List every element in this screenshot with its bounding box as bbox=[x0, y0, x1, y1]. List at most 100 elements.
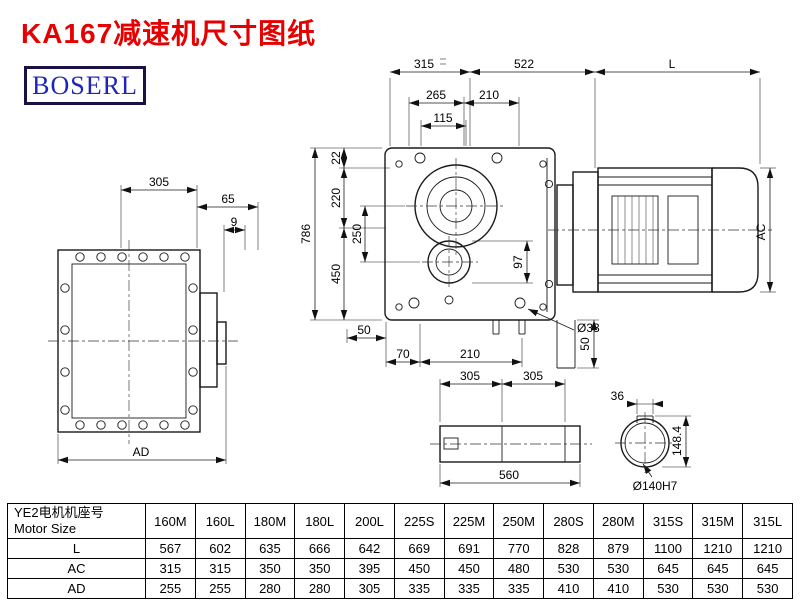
column-header: 315M bbox=[692, 503, 744, 539]
dim-22: 22 bbox=[329, 151, 343, 165]
value-cell: 335 bbox=[393, 578, 445, 599]
dim-786: 786 bbox=[299, 224, 313, 244]
value-cell: 395 bbox=[344, 558, 395, 579]
dim-50-right: 50 bbox=[578, 337, 592, 351]
main-view bbox=[384, 147, 576, 369]
value-cell: 255 bbox=[194, 578, 246, 599]
value-cell: 350 bbox=[244, 558, 296, 579]
dim-305-shaft-a: 305 bbox=[460, 369, 480, 383]
column-header: 180M bbox=[244, 503, 296, 539]
value-cell: 642 bbox=[344, 538, 395, 559]
value-cell: 280 bbox=[294, 578, 346, 599]
value-cell: 530 bbox=[692, 578, 744, 599]
left-view-flange bbox=[199, 292, 218, 388]
value-cell: 450 bbox=[443, 558, 495, 579]
column-header: 200L bbox=[344, 503, 395, 539]
dim-305-leftview: 305 bbox=[149, 175, 169, 189]
value-cell: 530 bbox=[642, 578, 694, 599]
dim-9: 9 bbox=[231, 215, 238, 229]
left-view bbox=[48, 240, 238, 444]
value-cell: 305 bbox=[344, 578, 395, 599]
value-cell: 335 bbox=[443, 578, 495, 599]
dim-50-bottom: 50 bbox=[357, 323, 371, 337]
dim-210-top: 210 bbox=[479, 88, 499, 102]
gearbox-housing bbox=[384, 147, 556, 321]
value-cell: 691 bbox=[443, 538, 495, 559]
dim-522: 522 bbox=[514, 57, 534, 71]
value-cell: 530 bbox=[592, 558, 644, 579]
value-cell: 666 bbox=[294, 538, 346, 559]
value-cell: 1210 bbox=[692, 538, 744, 559]
dim-L: L bbox=[669, 57, 676, 71]
motor bbox=[548, 167, 772, 293]
dim-560: 560 bbox=[499, 468, 519, 482]
value-cell: 635 bbox=[244, 538, 296, 559]
column-header: 160L bbox=[194, 503, 246, 539]
value-cell: 335 bbox=[493, 578, 545, 599]
value-cell: 1210 bbox=[742, 538, 793, 559]
shaft-detail bbox=[430, 425, 592, 463]
value-cell: 645 bbox=[742, 558, 793, 579]
column-header: 280S bbox=[543, 503, 594, 539]
value-cell: 645 bbox=[692, 558, 744, 579]
row-label: L bbox=[7, 538, 146, 559]
value-cell: 410 bbox=[592, 578, 644, 599]
row-label: AC bbox=[7, 558, 146, 579]
dim-210-bottom: 210 bbox=[460, 347, 480, 361]
dim-305-shaft-b: 305 bbox=[523, 369, 543, 383]
value-cell: 450 bbox=[393, 558, 445, 579]
value-cell: 410 bbox=[543, 578, 594, 599]
boserl-logo: BOSERL bbox=[24, 66, 146, 105]
dim-450: 450 bbox=[329, 264, 343, 284]
column-header: 225M bbox=[443, 503, 495, 539]
shaft-keyway bbox=[443, 437, 459, 450]
technical-drawing: 315 522 L 265 210 115 786 bbox=[48, 57, 776, 493]
value-cell: 645 bbox=[642, 558, 694, 579]
motor-size-header-en: Motor Size bbox=[14, 521, 77, 536]
row-label: AD bbox=[7, 578, 146, 599]
dimensions: 315 522 L 265 210 115 786 bbox=[57, 57, 776, 493]
value-cell: 602 bbox=[194, 538, 246, 559]
column-header: 315L bbox=[742, 503, 793, 539]
value-cell: 770 bbox=[493, 538, 545, 559]
page-title: KA167减速机尺寸图纸 bbox=[21, 18, 317, 49]
value-cell: 280 bbox=[244, 578, 296, 599]
value-cell: 828 bbox=[543, 538, 594, 559]
value-cell: 480 bbox=[493, 558, 545, 579]
dim-65: 65 bbox=[221, 192, 235, 206]
dim-70: 70 bbox=[396, 347, 410, 361]
dim-dia140H7: Ø140H7 bbox=[633, 479, 678, 493]
dim-148-4: 148.4 bbox=[670, 426, 684, 456]
column-header: 225S bbox=[393, 503, 445, 539]
dim-265: 265 bbox=[426, 88, 446, 102]
dim-AC: AC bbox=[754, 223, 768, 240]
value-cell: 530 bbox=[742, 578, 793, 599]
value-cell: 315 bbox=[194, 558, 246, 579]
value-cell: 350 bbox=[294, 558, 346, 579]
column-header: 160M bbox=[145, 503, 196, 539]
dim-220: 220 bbox=[329, 188, 343, 208]
dim-dia33: Ø33 bbox=[577, 321, 600, 335]
dim-AD: AD bbox=[133, 445, 150, 459]
dim-315: 315 bbox=[414, 57, 434, 71]
shaft-section bbox=[615, 412, 675, 473]
value-cell: 530 bbox=[543, 558, 594, 579]
dim-250: 250 bbox=[350, 224, 364, 244]
value-cell: 1100 bbox=[642, 538, 694, 559]
value-cell: 669 bbox=[393, 538, 445, 559]
boserl-logo-text: BOSERL bbox=[32, 70, 138, 100]
value-cell: 315 bbox=[145, 558, 196, 579]
value-cell: 879 bbox=[592, 538, 644, 559]
value-cell: 255 bbox=[145, 578, 196, 599]
dim-36: 36 bbox=[611, 389, 625, 403]
value-cell: 567 bbox=[145, 538, 196, 559]
column-header: 280M bbox=[592, 503, 644, 539]
motor-size-header-cn: YE2电机机座号 bbox=[14, 505, 104, 520]
column-header: 315S bbox=[642, 503, 694, 539]
